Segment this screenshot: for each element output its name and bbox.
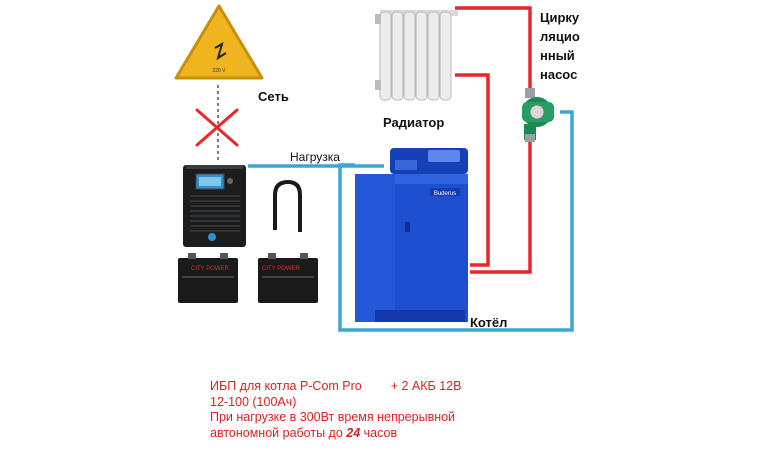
pump-label-line: нный bbox=[540, 48, 575, 63]
battery-2: CITY POWER bbox=[258, 253, 318, 303]
boiler-label: Котёл bbox=[470, 315, 508, 330]
battery-1-brand: CITY POWER bbox=[191, 266, 230, 272]
boiler-brand: Buderus bbox=[434, 191, 456, 197]
caption-line-4a: автономной работы до bbox=[210, 425, 347, 440]
pump-label-line: Цирку bbox=[540, 10, 580, 25]
return-pipe bbox=[338, 110, 574, 332]
load-label: Нагрузка bbox=[290, 150, 340, 164]
mains-label: Сеть bbox=[258, 89, 289, 104]
high-voltage-warning-icon: 220 V bbox=[174, 4, 264, 80]
caption-line-3: При нагрузке в 300Вт время непрерывной bbox=[210, 410, 456, 424]
battery-1: CITY POWER bbox=[178, 253, 238, 303]
hot-pipe-lines bbox=[455, 6, 532, 274]
circulation-pump-icon bbox=[522, 88, 554, 142]
battery-2-brand: CITY POWER bbox=[262, 266, 301, 272]
caption-line-2: 12-100 (100Ач) bbox=[210, 394, 297, 409]
caption-line-1a: ИБП для котла P-Com Pro bbox=[210, 379, 362, 393]
caption-line-4c: часов bbox=[360, 425, 398, 440]
pump-supply-pipe bbox=[455, 6, 532, 90]
cold-pipe-lines bbox=[248, 110, 574, 332]
boiler-supply-pipe bbox=[470, 140, 532, 274]
pump-label: Цирку ляцио нный насос bbox=[540, 8, 600, 84]
caption-line-1b: + 2 АКБ 12В bbox=[390, 379, 462, 393]
sign-voltage-text: 220 V bbox=[212, 68, 226, 74]
boiler: Buderus bbox=[355, 148, 468, 322]
pump-label-line: насос bbox=[540, 67, 578, 82]
pump-label-line: ляцио bbox=[540, 29, 580, 44]
disconnected-cross-icon bbox=[195, 108, 239, 147]
caption-line-4: автономной работы до 24 часов bbox=[210, 426, 510, 442]
caption-hours-value: 24 bbox=[346, 425, 361, 440]
ups-unit bbox=[183, 165, 246, 247]
radiator-return-pipe bbox=[455, 73, 490, 267]
caption-line-1: ИБП для котла P-Com Pro + 2 АКБ 12В bbox=[210, 379, 510, 395]
radiator-label: Радиатор bbox=[383, 115, 445, 130]
battery-cable-icon bbox=[273, 179, 302, 232]
caption: ИБП для котла P-Com Pro + 2 АКБ 12В 12-1… bbox=[210, 379, 510, 441]
radiator bbox=[375, 10, 458, 101]
